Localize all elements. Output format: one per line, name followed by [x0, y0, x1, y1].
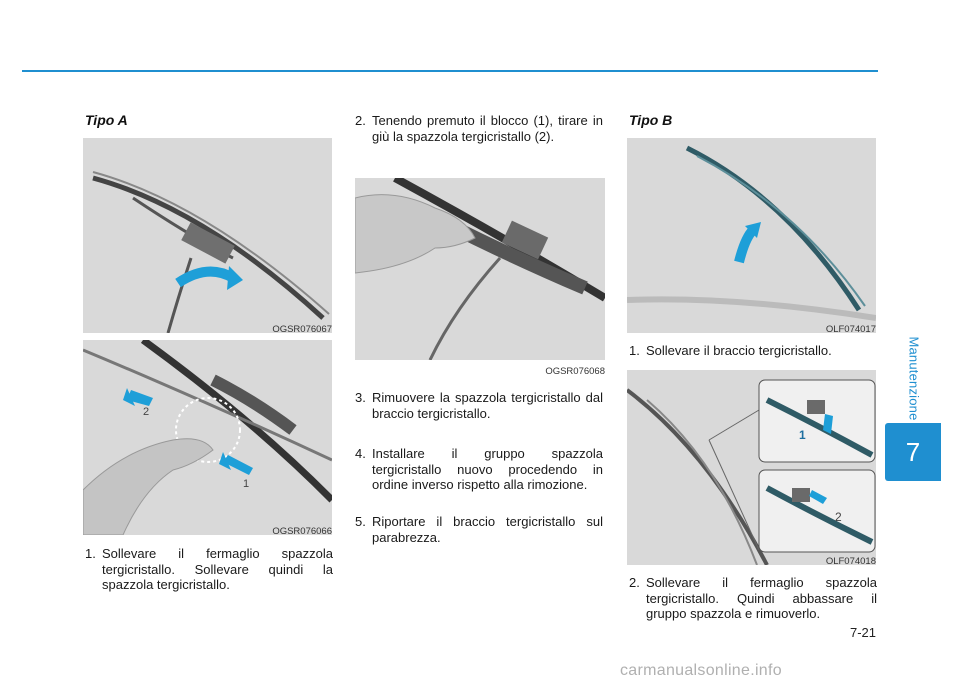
step-number: 3. — [355, 390, 366, 405]
step-col1-1: 1. Sollevare il fermaglio spazzola tergi… — [85, 546, 333, 593]
figure-label-1: 1 — [799, 428, 806, 442]
heading-tipo-b: Tipo B — [629, 112, 673, 128]
figure-wiper-lift-b — [627, 138, 876, 333]
figure-wiper-clip-a: 2 1 — [83, 340, 332, 535]
step-col2-4: 4. Installare il gruppo spazzola tergicr… — [355, 446, 603, 493]
figure-wiper-clip-b: 1 2 — [627, 370, 876, 565]
chapter-tab[interactable]: 7 — [885, 423, 941, 481]
figure-code: OLF074018 — [825, 556, 876, 567]
step-col2-2: 2. Tenendo premuto il blocco (1), tirare… — [355, 113, 603, 144]
step-number: 1. — [85, 546, 96, 561]
wiper-clip-illustration — [83, 340, 332, 535]
step-number: 2. — [355, 113, 366, 128]
step-text: Riportare il braccio tergicristallo sul … — [372, 514, 603, 545]
figure-label-1: 1 — [243, 478, 250, 490]
step-text: Rimuovere la spazzola tergicristallo dal… — [372, 390, 603, 421]
section-side-label: Manutenzione — [906, 335, 922, 421]
wiper-lift-illustration — [83, 138, 332, 333]
figure-code: OGSR076068 — [545, 366, 605, 377]
figure-label-2: 2 — [835, 510, 842, 524]
step-text: Tenendo premuto il blocco (1), tirare in… — [372, 113, 603, 144]
step-number: 2. — [629, 575, 640, 590]
step-col2-3: 3. Rimuovere la spazzola tergicristallo … — [355, 390, 603, 421]
figure-label-2: 2 — [143, 406, 150, 418]
step-col3-1: 1. Sollevare il braccio tergicristallo. — [629, 343, 877, 359]
step-text: Sollevare il fermaglio spazzola tergicri… — [646, 575, 877, 621]
step-text: Sollevare il fermaglio spazzola tergicri… — [102, 546, 333, 592]
step-text: Installare il gruppo spazzola tergicrist… — [372, 446, 603, 492]
wiper-removal-illustration — [355, 178, 605, 360]
figure-wiper-lift-a — [83, 138, 332, 333]
figure-code: OGSR076067 — [272, 324, 332, 335]
top-rule — [22, 70, 878, 72]
figure-code: OLF074017 — [825, 324, 876, 335]
watermark: carmanualsonline.info — [620, 662, 782, 679]
step-number: 1. — [629, 343, 640, 358]
step-col2-5: 5. Riportare il braccio tergicristallo s… — [355, 514, 603, 545]
step-text: Sollevare il braccio tergicristallo. — [646, 343, 832, 358]
step-col3-2: 2. Sollevare il fermaglio spazzola tergi… — [629, 575, 877, 622]
heading-tipo-a: Tipo A — [85, 112, 128, 128]
page-number: 7-21 — [849, 625, 876, 640]
wiper-arm-lift-illustration — [627, 138, 876, 333]
figure-code: OGSR076066 — [272, 526, 332, 537]
figure-wiper-removal — [355, 178, 605, 360]
step-number: 4. — [355, 446, 366, 461]
wiper-clip-detail-illustration — [627, 370, 876, 565]
step-number: 5. — [355, 514, 366, 529]
